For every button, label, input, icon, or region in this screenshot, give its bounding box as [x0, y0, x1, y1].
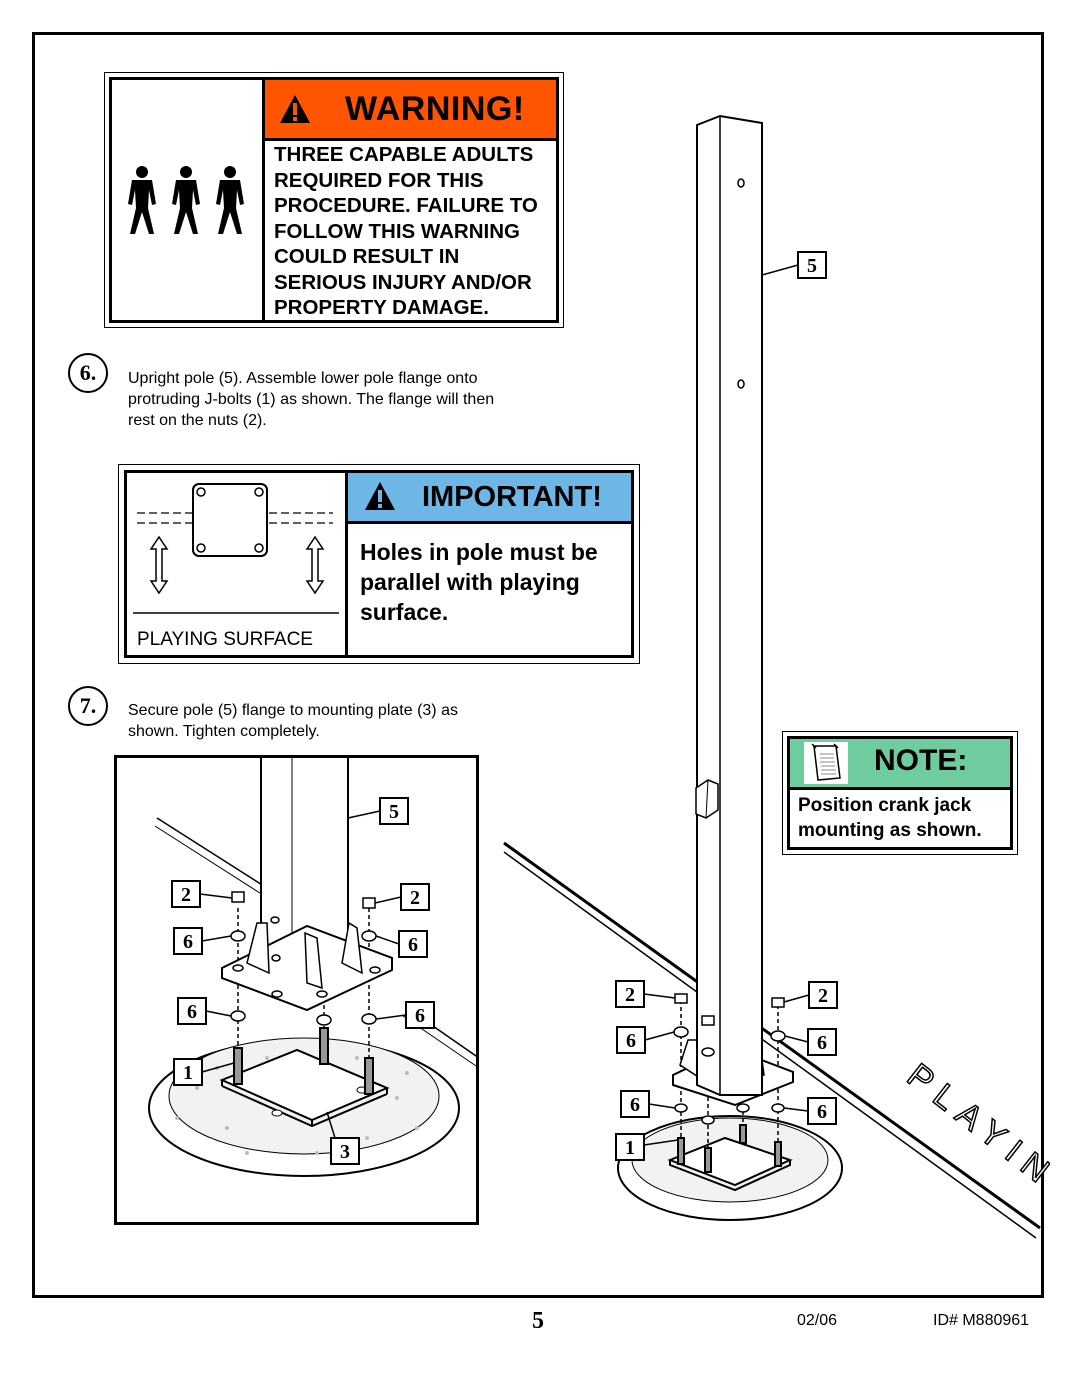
- note-panel: NOTE: Position crank jack mounting as sh…: [782, 731, 1018, 855]
- important-message: Holes in pole must be parallel with play…: [360, 539, 598, 625]
- detail-callout-2-right-label: 2: [410, 887, 420, 909]
- step-7-number: 7.: [68, 686, 108, 726]
- warning-panel: WARNING! THREE CAPABLE ADULTS REQUIRED F…: [104, 72, 564, 328]
- page-number: 5: [532, 1308, 544, 1334]
- detail-callout-1: [173, 1058, 203, 1086]
- detail-callout-2-left: [171, 880, 201, 908]
- important-panel: PLAYING SURFACE IMPORTANT! Holes in pole…: [118, 464, 640, 664]
- detail-callout-2-left-label: 2: [181, 884, 191, 906]
- footer-id: ID# M880961: [933, 1312, 1030, 1329]
- detail-callout-6-lower-right: [405, 1001, 435, 1029]
- detail-callout-6-upper-right-label: 6: [408, 934, 418, 956]
- detail-callout-6-lower-left-label: 6: [187, 1001, 197, 1023]
- important-title: IMPORTANT!: [422, 480, 602, 513]
- playing-surface-ground-label: PLAYING SURFACE: [900, 1056, 1050, 1240]
- note-message: Position crank jack mounting as shown.: [798, 795, 982, 841]
- warning-title: WARNING!: [345, 89, 525, 128]
- main-callout-6-lower-left-label: 6: [630, 1094, 640, 1116]
- pole-assembly-illustration: 5 2 2 6 6 6 6 1 PLAYING SURFACE: [503, 114, 1050, 1240]
- important-header: IMPORTANT!: [348, 473, 631, 524]
- main-callout-2-right-label: 2: [818, 985, 828, 1007]
- three-adults-icon: [112, 80, 265, 320]
- main-callout-2-left-label: 2: [625, 984, 635, 1006]
- step-7-text: Secure pole (5) flange to mounting plate…: [128, 702, 458, 740]
- page-border: [32, 32, 1044, 1298]
- step-6-text: Upright pole (5). Assemble lower pole fl…: [128, 370, 495, 429]
- note-pad-icon: [804, 742, 848, 784]
- main-callout-6-lower-right-label: 6: [817, 1101, 827, 1123]
- main-callout-6-upper-left-label: 6: [626, 1030, 636, 1052]
- flange-orientation-diagram: PLAYING SURFACE: [127, 473, 348, 655]
- main-callout-6-upper-right-label: 6: [817, 1032, 827, 1054]
- footer-date: 02/06: [797, 1312, 838, 1329]
- main-callout-6-upper-left: [616, 1026, 646, 1054]
- playing-surface-label: PLAYING SURFACE: [137, 629, 313, 650]
- detail-callout-5: [379, 797, 409, 825]
- alert-triangle-icon: [280, 95, 310, 123]
- detail-callout-1-label: 1: [183, 1062, 193, 1084]
- warning-header: WARNING!: [265, 80, 556, 141]
- note-title: NOTE:: [874, 744, 968, 777]
- flange-detail-diagram: 5 2 2 6 6 6 6 1 3: [114, 755, 479, 1225]
- note-header: NOTE:: [790, 739, 1010, 790]
- detail-callout-5-label: 5: [389, 801, 399, 823]
- alert-triangle-icon: [365, 482, 395, 510]
- step-6-number: 6.: [68, 353, 108, 393]
- main-callout-1: [615, 1133, 645, 1161]
- warning-message: THREE CAPABLE ADULTS REQUIRED FOR THIS P…: [274, 143, 538, 319]
- detail-callout-3: [330, 1137, 360, 1165]
- detail-callout-6-lower-right-label: 6: [415, 1005, 425, 1027]
- main-callout-1-label: 1: [625, 1137, 635, 1159]
- main-callout-5-label: 5: [807, 255, 817, 277]
- detail-callout-3-label: 3: [340, 1141, 350, 1163]
- main-callout-5: [797, 251, 827, 279]
- detail-callout-6-upper-left-label: 6: [183, 931, 193, 953]
